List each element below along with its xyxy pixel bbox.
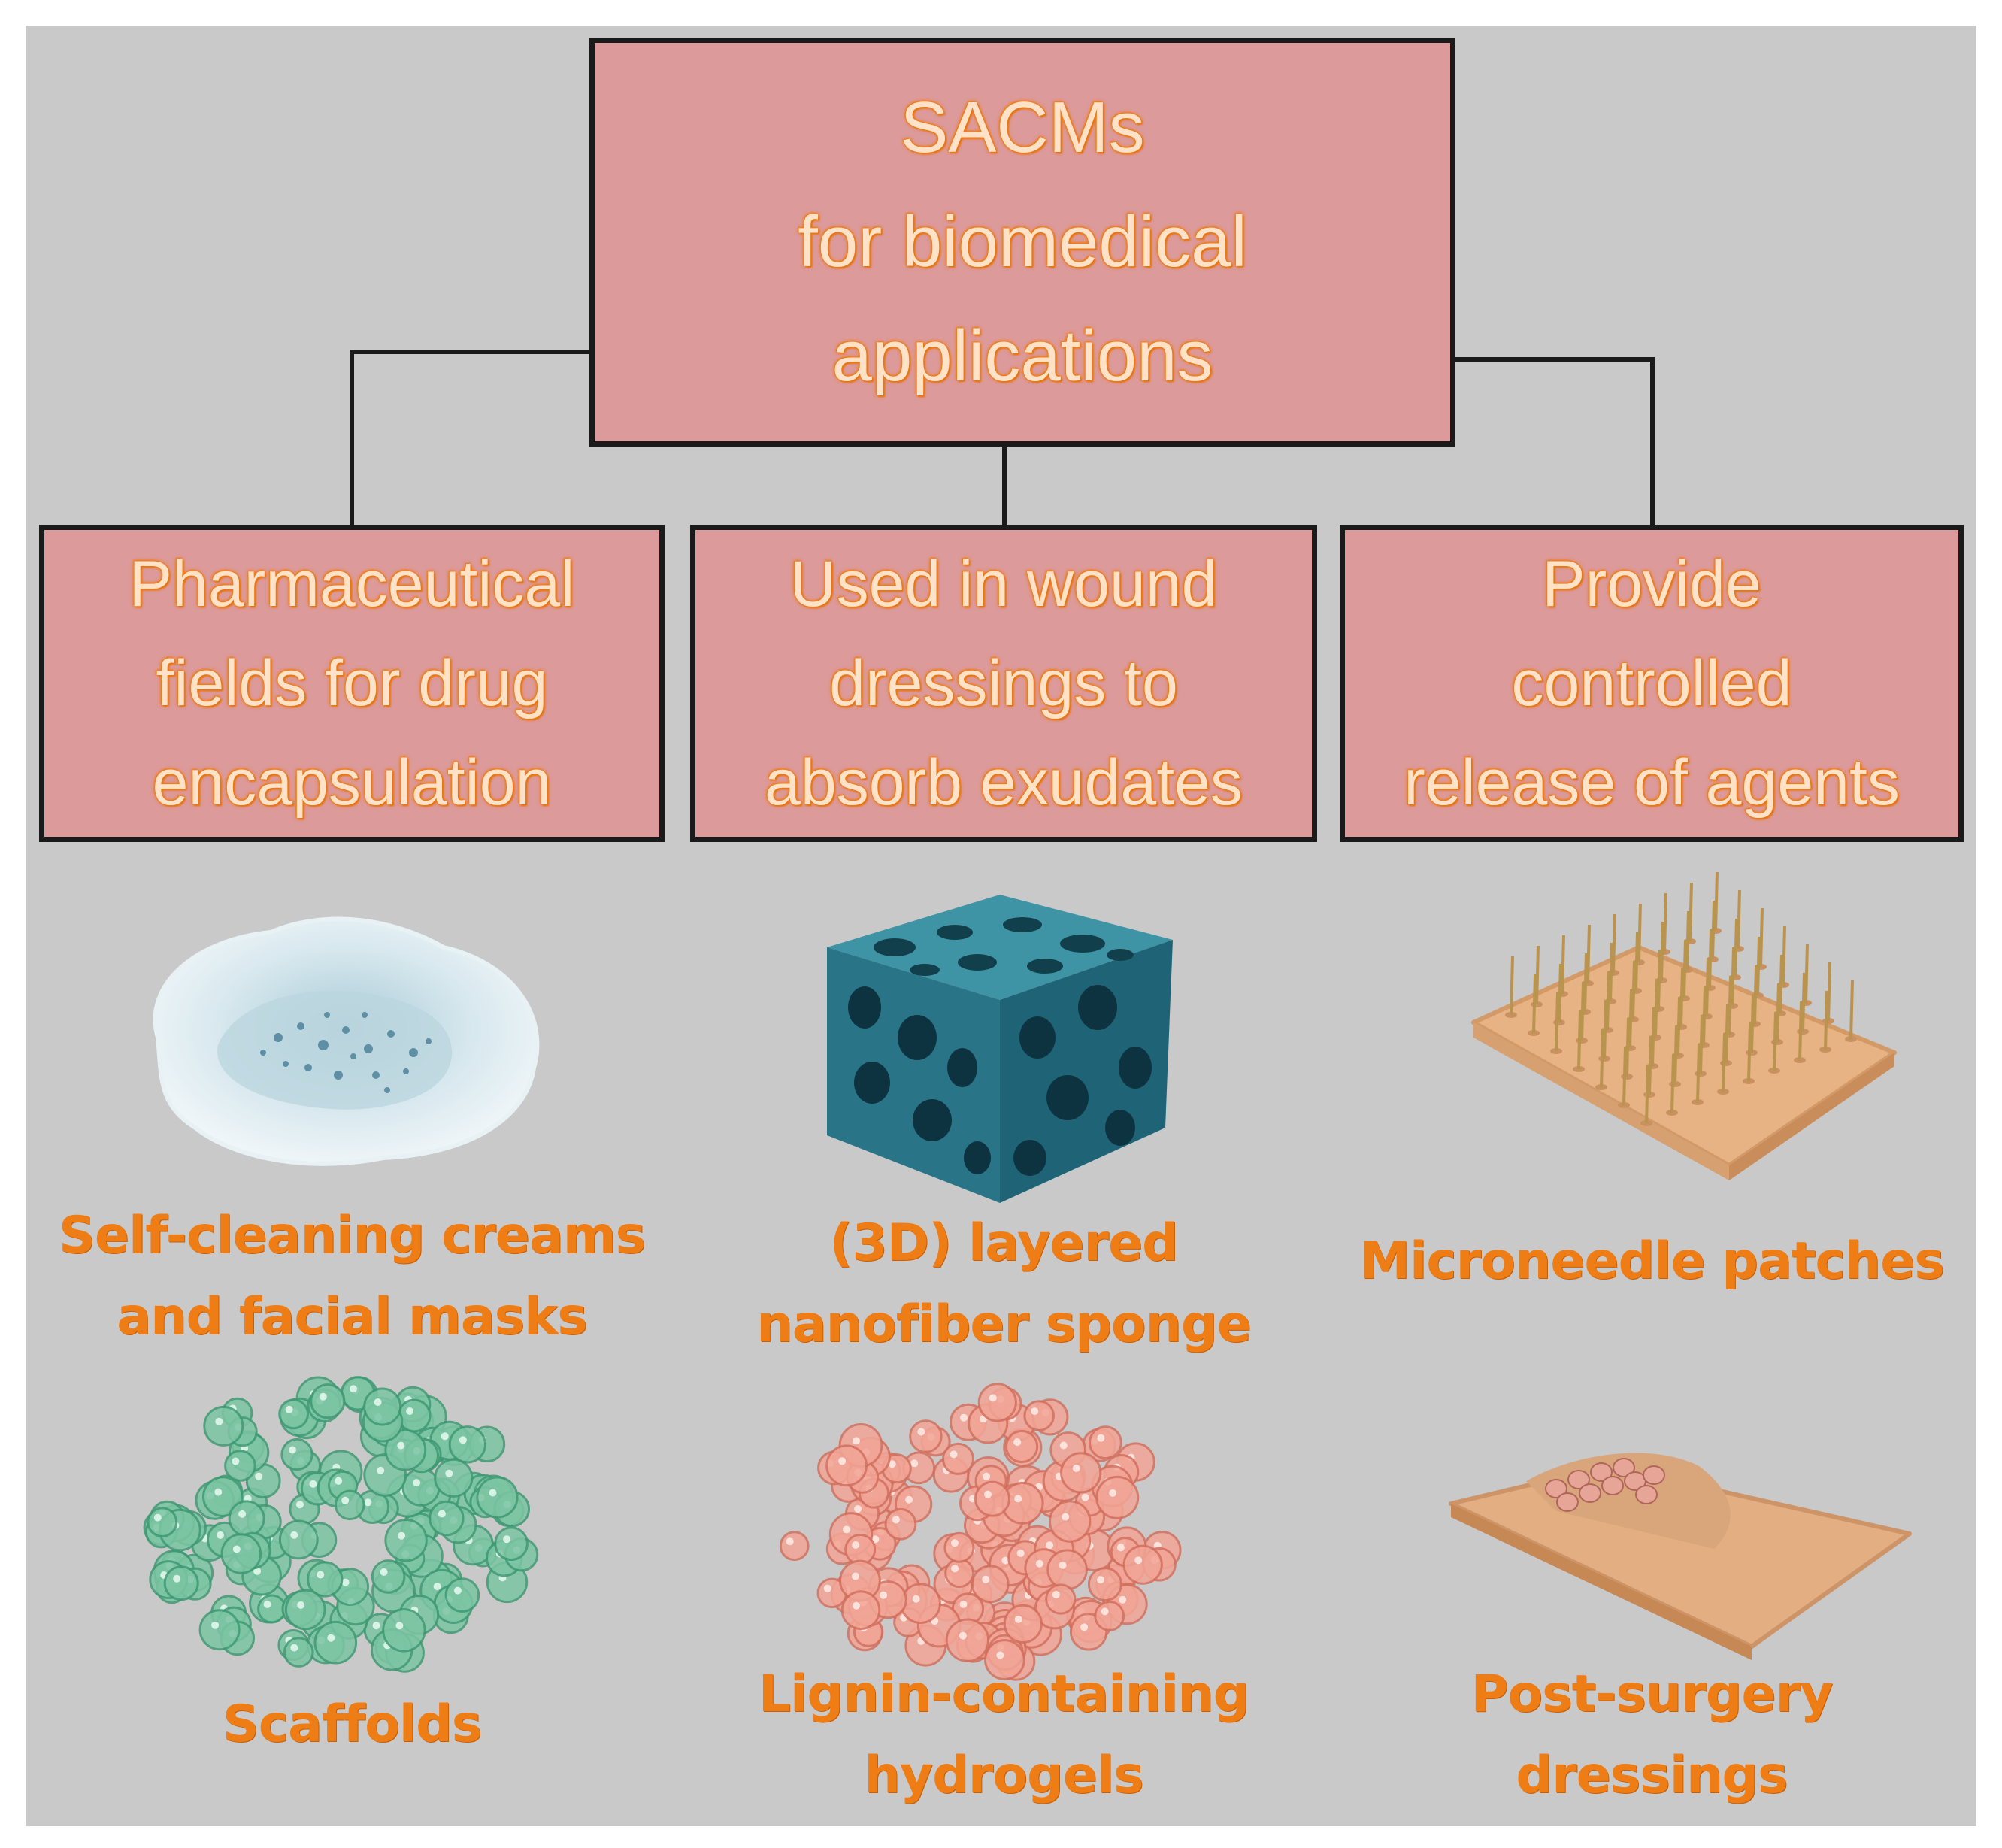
scaffold-illustration: [143, 1376, 539, 1673]
caption-dressings: Post-surgery dressings: [1470, 1665, 1834, 1805]
title-text: SACMs for biomedical applications: [798, 87, 1247, 396]
branch-text-controlled-release: Provide controlled release of agents: [1404, 548, 1900, 819]
branch-box-pharmaceutical: Pharmaceutical fields for drug encapsula…: [39, 525, 665, 842]
branch-box-wound-dressings: Used in wound dressings to absorb exudat…: [690, 525, 1317, 842]
caption-microneedle: Microneedle patches: [1359, 1231, 1944, 1291]
connector-left: [350, 350, 589, 528]
caption-creams: Self-cleaning creams and facial masks: [58, 1206, 646, 1347]
hydrogel-illustration: [779, 1383, 1182, 1681]
caption-hydrogels: Lignin-containing hydrogels: [758, 1665, 1250, 1805]
connector-right: [1452, 357, 1655, 528]
dressing-illustration: [1449, 1453, 1912, 1660]
caption-sponge: (3D) layered nanofiber sponge: [756, 1213, 1251, 1354]
microneedle-patch-illustration: [1471, 872, 1897, 1180]
branch-text-pharmaceutical: Pharmaceutical fields for drug encapsula…: [129, 548, 575, 819]
title-box: SACMs for biomedical applications: [589, 38, 1455, 447]
sponge-illustration: [827, 895, 1173, 1203]
caption-scaffolds: Scaffolds: [222, 1695, 483, 1754]
branch-text-wound-dressings: Used in wound dressings to absorb exudat…: [765, 548, 1243, 819]
branch-box-controlled-release: Provide controlled release of agents: [1340, 525, 1964, 842]
cream-illustration: [153, 916, 540, 1166]
